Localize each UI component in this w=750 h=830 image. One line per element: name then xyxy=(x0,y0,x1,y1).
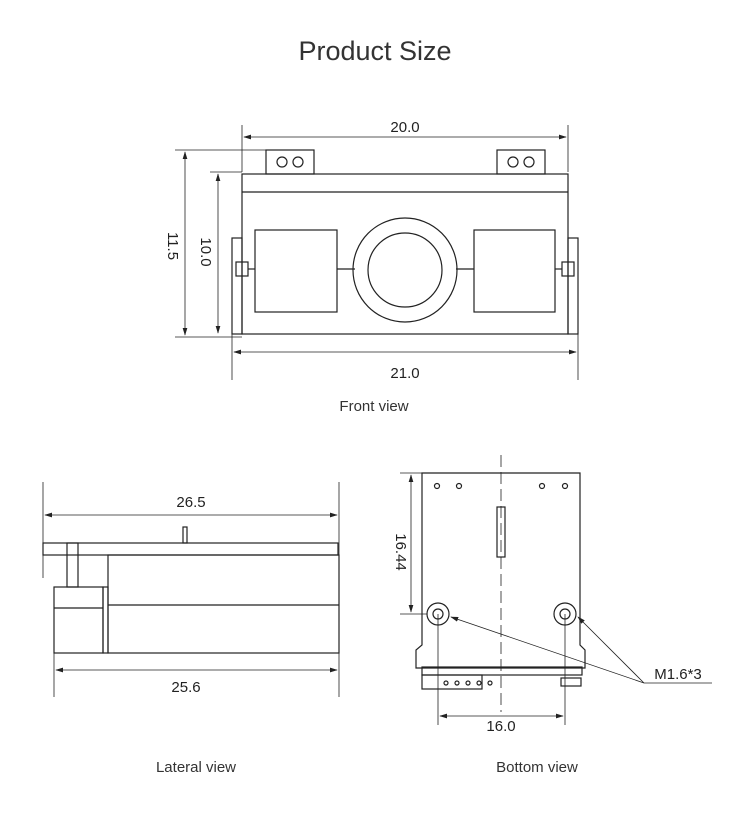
page-title: Product Size xyxy=(298,36,452,66)
bottom-view-caption: Bottom view xyxy=(496,759,578,776)
screw-note-label: M1.6*3 xyxy=(654,666,702,683)
bottom-height-label: 16.44 xyxy=(392,533,409,571)
front-height-outer-label: 11.5 xyxy=(164,232,181,260)
lateral-length-bottom-label: 25.6 xyxy=(171,679,200,696)
front-width-top-label: 20.0 xyxy=(390,119,419,136)
front-width-bottom-label: 21.0 xyxy=(390,365,419,382)
lateral-length-top-label: 26.5 xyxy=(176,494,205,511)
lateral-view-caption: Lateral view xyxy=(156,759,236,776)
front-height-inner-label: 10.0 xyxy=(197,237,214,266)
hole-spacing-label: 16.0 xyxy=(486,718,515,735)
lateral-view: 26.5 25.6 Lateral view xyxy=(42,482,340,776)
bottom-view: 16.44 16.0 M1.6*3 Bottom view xyxy=(392,455,712,776)
front-view-caption: Front view xyxy=(339,398,408,415)
front-view: 20.0 11.5 10.0 21.0 Front view xyxy=(164,119,579,415)
